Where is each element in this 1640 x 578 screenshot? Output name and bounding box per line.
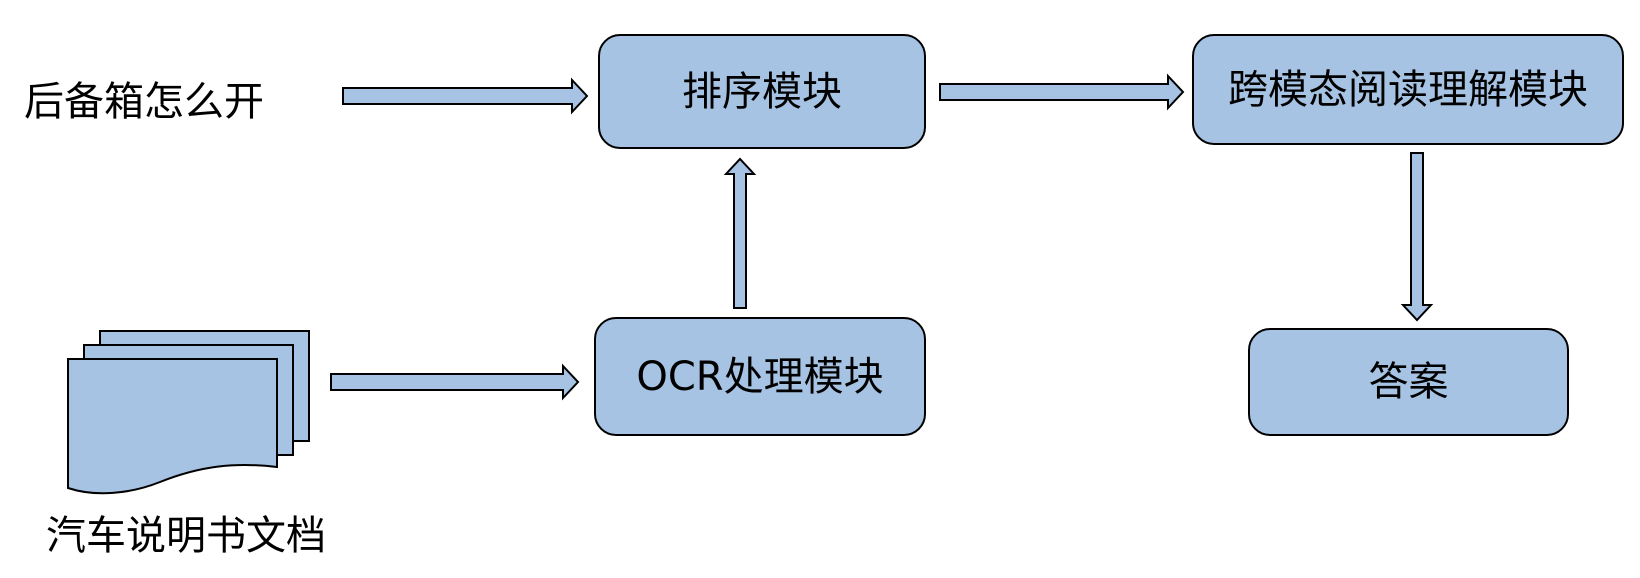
document-stack-icon — [67, 330, 310, 495]
arrow-ocr-to-ranking — [723, 157, 757, 309]
arrow-document-to-ocr — [330, 363, 580, 401]
arrow-reading-to-answer — [1400, 152, 1434, 322]
answer-box: 答案 — [1248, 328, 1569, 436]
reading-module-label: 跨模态阅读理解模块 — [1228, 66, 1588, 113]
query-text: 后备箱怎么开 — [24, 79, 264, 125]
arrow-ranking-to-reading — [939, 73, 1185, 111]
document-label: 汽车说明书文档 — [46, 513, 326, 559]
answer-label: 答案 — [1368, 359, 1449, 405]
ranking-module: 排序模块 — [598, 34, 926, 149]
arrow-query-to-ranking — [342, 77, 589, 115]
ocr-module-label: OCR处理模块 — [636, 353, 884, 400]
ranking-module-label: 排序模块 — [682, 68, 842, 115]
ocr-module: OCR处理模块 — [594, 317, 926, 436]
reading-module: 跨模态阅读理解模块 — [1192, 34, 1624, 145]
